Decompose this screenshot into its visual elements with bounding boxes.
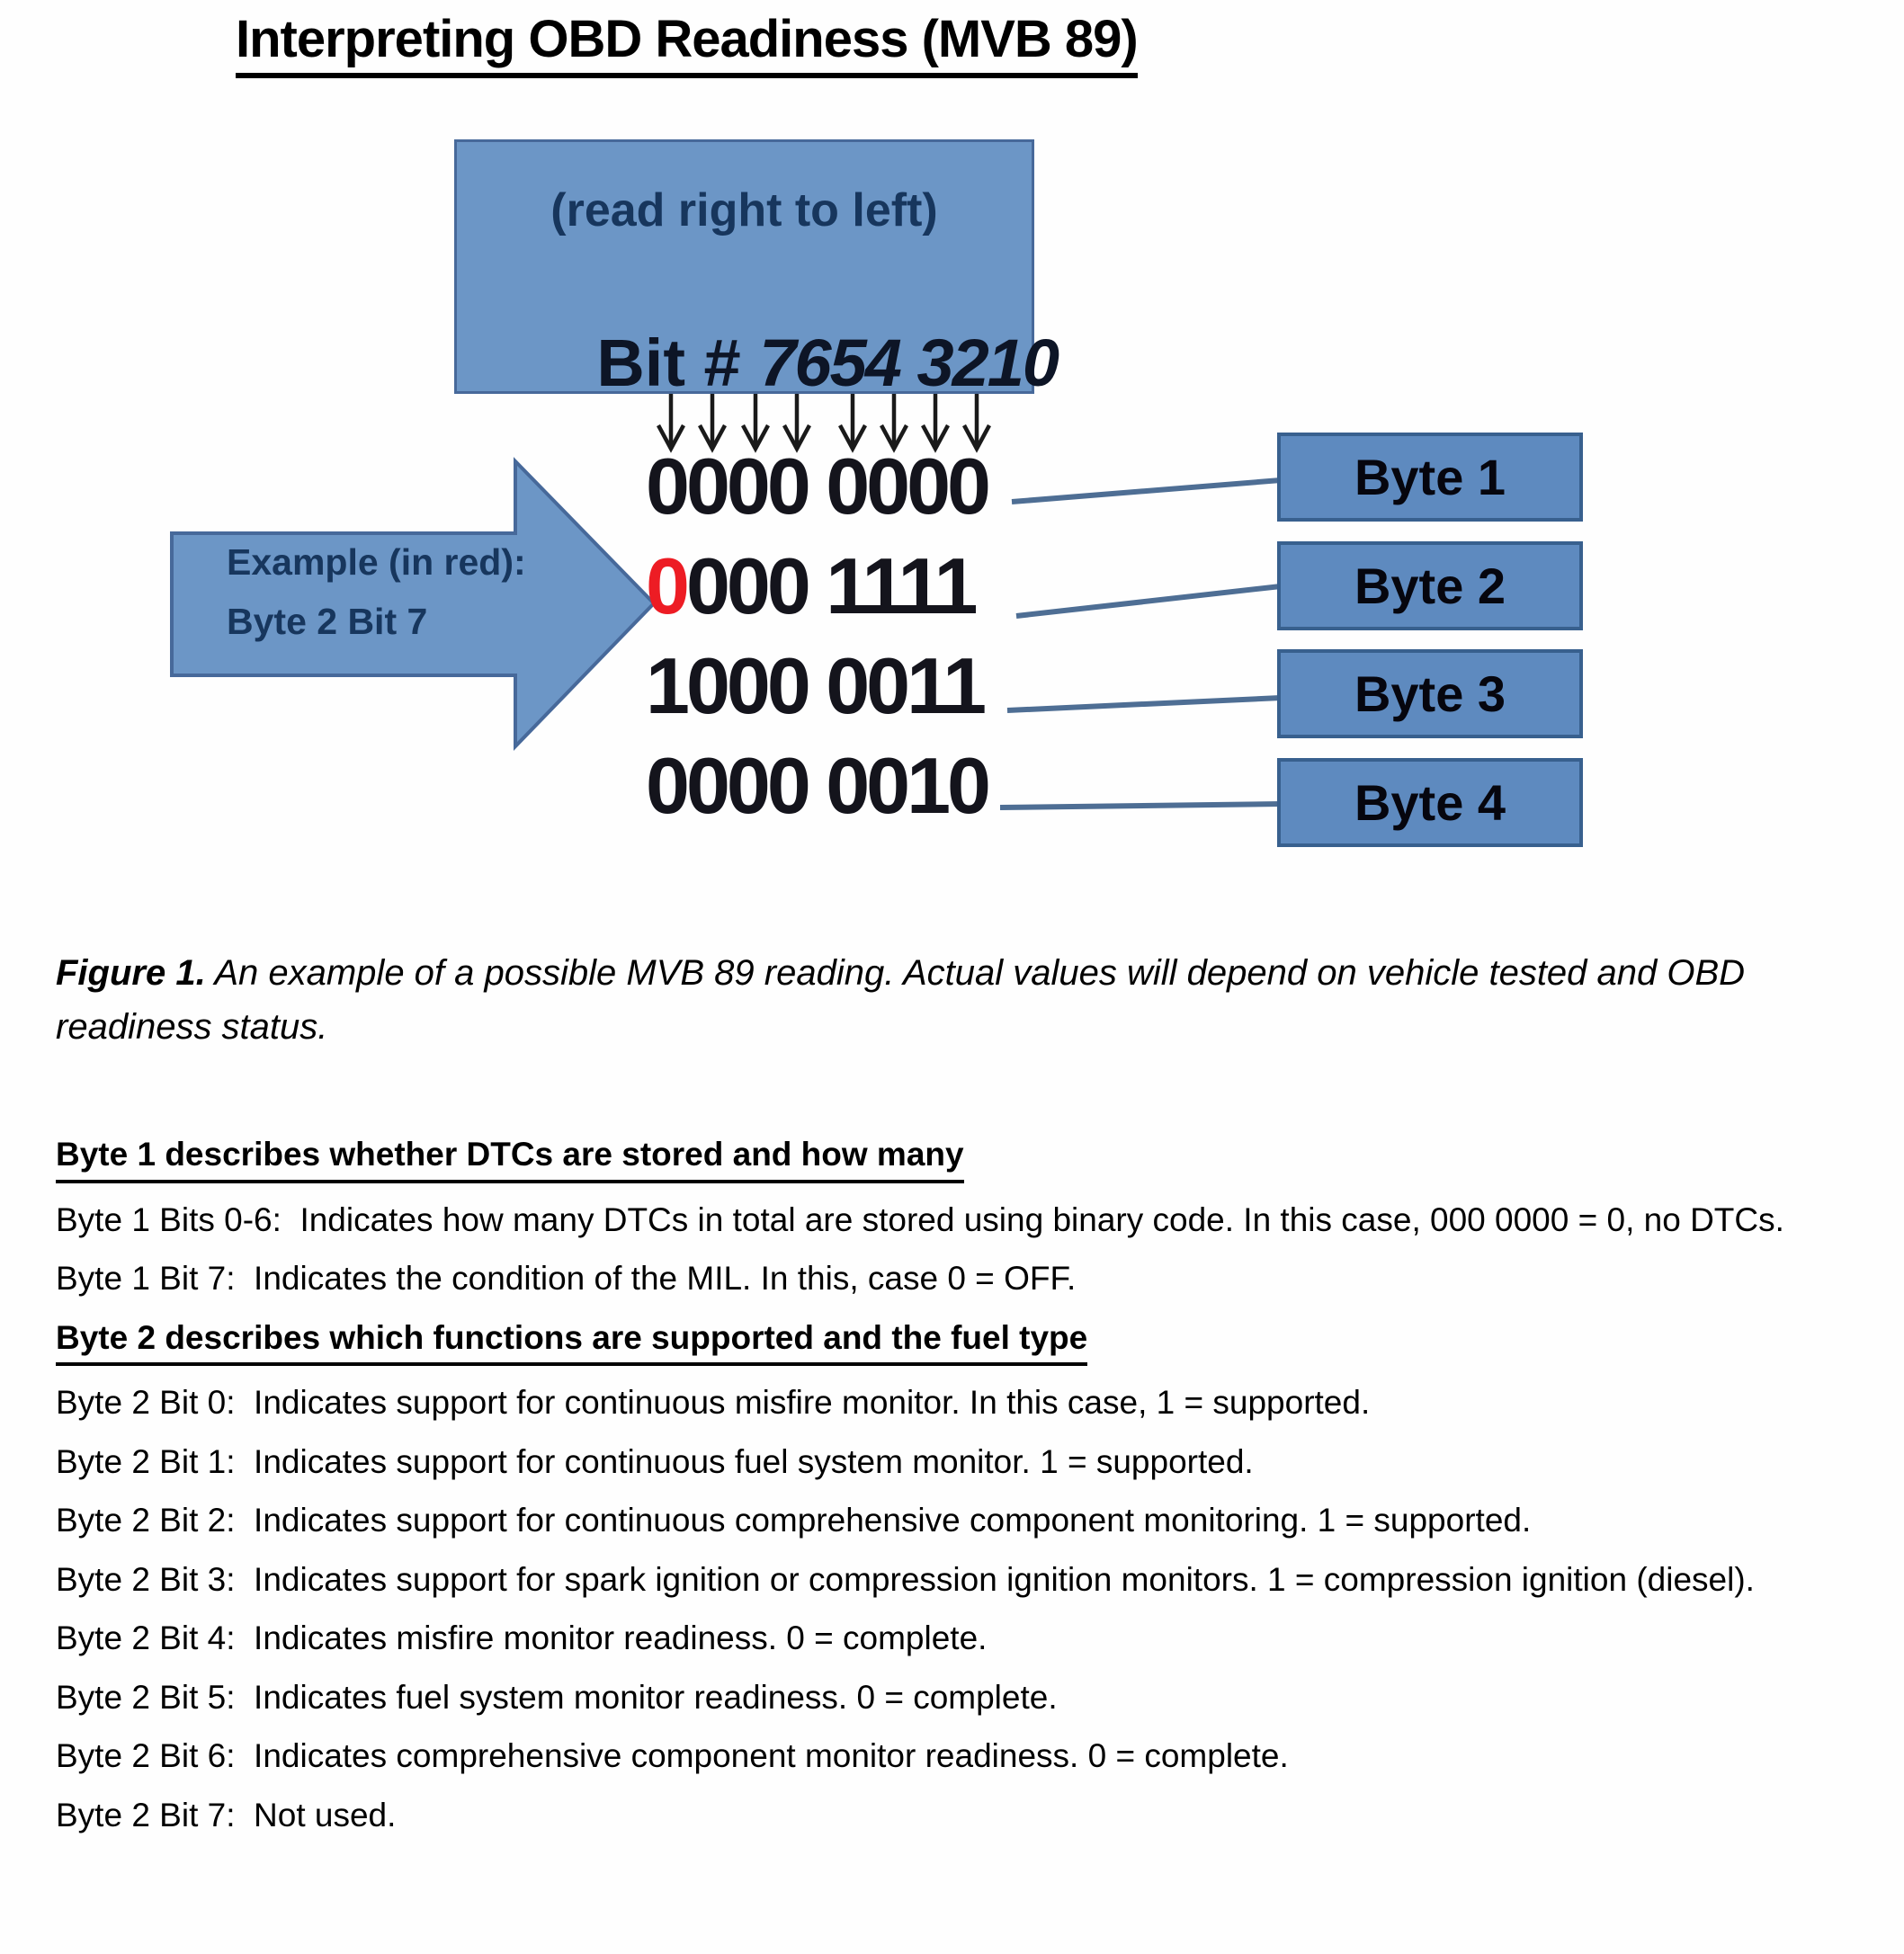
binary-row-byte3: 1000 0011 <box>646 646 987 727</box>
connector-line <box>1015 584 1282 619</box>
connector-line <box>1011 477 1282 504</box>
bits: 1000 0011 <box>646 641 987 730</box>
bits: 0000 0010 <box>646 741 991 830</box>
figure-caption-text: An example of a possible MVB 89 reading.… <box>56 953 1756 1047</box>
bit-number-label: Bit # 7654 3210 <box>457 248 1059 477</box>
example-arrow-label-line2: Byte 2 Bit 7 <box>227 601 428 642</box>
para-byte2-bit3: Byte 2 Bit 3: Indicates support for spar… <box>56 1560 1755 1598</box>
byte2-label: Byte 2 <box>1354 558 1506 614</box>
body-text: Byte 1 describes whether DTCs are stored… <box>56 1131 1900 1851</box>
figure-caption-label: Figure 1. <box>56 953 206 993</box>
para-byte2-bit2: Byte 2 Bit 2: Indicates support for cont… <box>56 1502 1532 1539</box>
para-byte2-bit1: Byte 2 Bit 1: Indicates support for cont… <box>56 1442 1254 1480</box>
bit-numbers: 7654 3210 <box>759 326 1059 400</box>
figure-caption: Figure 1. An example of a possible MVB 8… <box>56 946 1819 1054</box>
byte1-box: Byte 1 <box>1277 433 1583 522</box>
byte3-label: Byte 3 <box>1354 665 1506 722</box>
heading-byte1-text: Byte 1 describes whether DTCs are stored… <box>56 1131 964 1183</box>
byte3-box: Byte 3 <box>1277 649 1583 738</box>
para-byte2-bit0: Byte 2 Bit 0: Indicates support for cont… <box>56 1384 1371 1422</box>
heading-byte2-text: Byte 2 describes which functions are sup… <box>56 1315 1088 1367</box>
page-title: Interpreting OBD Readiness (MVB 89) <box>236 9 1139 78</box>
byte4-label: Byte 4 <box>1354 774 1506 831</box>
para-byte2-bit5: Byte 2 Bit 5: Indicates fuel system moni… <box>56 1678 1058 1716</box>
para-byte1-bit7: Byte 1 Bit 7: Indicates the condition of… <box>56 1260 1077 1298</box>
heading-byte2: Byte 2 describes which functions are sup… <box>56 1315 1900 1367</box>
bits: 0000 0000 <box>646 442 991 531</box>
para-byte2-bit6: Byte 2 Bit 6: Indicates comprehensive co… <box>56 1737 1289 1775</box>
connector-line <box>999 801 1282 810</box>
binary-row-byte2: 0000 1111 <box>646 546 978 627</box>
connector-line <box>1006 695 1282 713</box>
read-direction-note: (read right to left) <box>550 184 938 236</box>
red-bit: 0 <box>646 541 690 630</box>
byte4-box: Byte 4 <box>1277 758 1583 847</box>
binary-row-byte1: 0000 0000 <box>646 446 991 527</box>
para-byte1-bits0-6: Byte 1 Bits 0-6: Indicates how many DTCs… <box>56 1200 1784 1238</box>
para-byte2-bit4: Byte 2 Bit 4: Indicates misfire monitor … <box>56 1619 988 1657</box>
bit-label-prefix: Bit # <box>596 326 760 400</box>
para-byte2-bit7: Byte 2 Bit 7: Not used. <box>56 1796 397 1834</box>
bits: 000 1111 <box>685 541 978 630</box>
bit-number-box: (read right to left) Bit # 7654 3210 <box>454 139 1059 400</box>
binary-row-byte4: 0000 0010 <box>646 745 991 826</box>
heading-byte1: Byte 1 describes whether DTCs are stored… <box>56 1131 1900 1183</box>
byte2-box: Byte 2 <box>1277 541 1583 630</box>
byte1-label: Byte 1 <box>1354 449 1506 505</box>
example-arrow-label-line1: Example (in red): <box>227 541 526 583</box>
